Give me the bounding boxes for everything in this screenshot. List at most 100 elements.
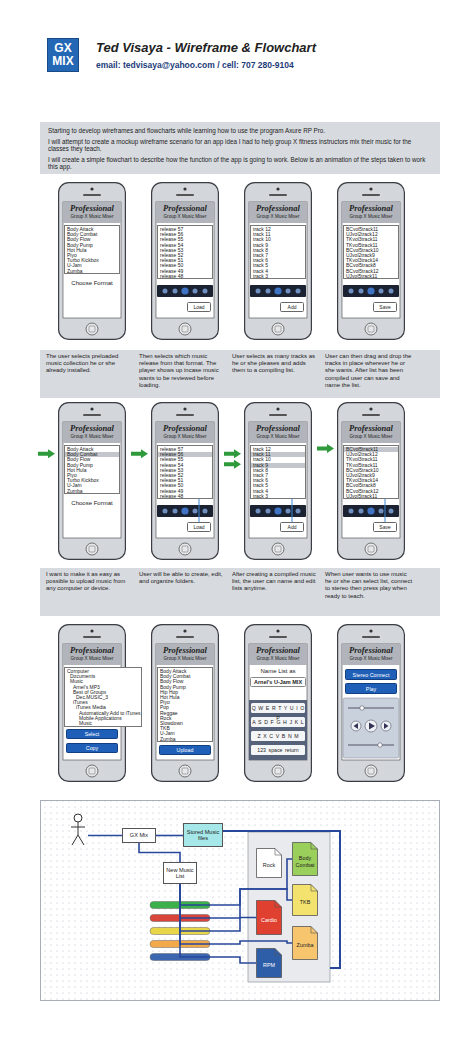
label-text: Professional [156,645,214,656]
file-icon: Cardio [256,900,282,935]
caption-band: The user selects preloaded music collect… [40,350,440,398]
list-box: BCvol5track11UJvol2track12TKvol3track11T… [343,225,399,279]
list-box: track 12track 11track 10track 9track 8tr… [250,225,306,279]
label-text: Save [379,304,390,310]
label-text: Group X Music Mixer [342,214,400,220]
label-text: Group X Music Mixer [342,656,400,662]
label-text: User selects as many tracks as he or she… [232,353,320,375]
label-text: Name List as [249,668,307,675]
phone-body [338,625,405,782]
phone-screen: ProfessionalGroup X Music Mixer track 12t… [244,182,312,340]
list-box: track 12track 11track 10track 9track 8tr… [250,445,306,499]
player-bar [157,285,213,297]
phone-body [59,183,126,340]
label-text: Choose Format [63,500,121,507]
button: Load [187,522,211,532]
label-text: Professional [156,203,214,214]
label-text: TKB [300,899,310,905]
label-text: Group X Music Mixer [249,656,307,662]
label-text: Professional [249,423,307,434]
button: Copy [66,743,118,753]
label-text: Professional [63,203,121,214]
phone-screen: ProfessionalGroup X Music MixerStereo Co… [337,624,405,782]
label-text: Professional [249,645,307,656]
phone-body [245,183,312,340]
button: Upload [159,745,211,755]
page-title: Ted Visaya - Wireframe & Flowchart [96,40,316,55]
label-text: Load [193,304,204,310]
label-text: Load [193,524,204,530]
label-text: MIX [52,55,73,68]
slider [348,745,394,746]
label-text: Group X Music Mixer [249,434,307,440]
label-text: New Music List [166,867,194,880]
label-text: Professional [342,203,400,214]
label-text: Professional [342,645,400,656]
label-text: Upload [177,747,194,753]
caption-band: I want to make it as easy as possible to… [40,568,440,616]
connector [385,499,386,522]
control-button [365,720,377,732]
phone-screen: ProfessionalGroup X Music Mixer track 12t… [244,402,312,560]
label-text: Professional [63,423,121,434]
label-text: Arnel's U-Jam MIX [254,679,302,686]
label-text: UJvol5track11 [344,494,398,499]
connector [199,499,200,522]
file-fold [311,843,318,850]
label-text: 123 space return [251,745,305,755]
phone-screen: ProfessionalGroup X Music MixerBody Atta… [151,624,219,782]
label-text: Professional [156,423,214,434]
label-text: Play [366,686,376,692]
label-text: Group X Music Mixer [156,434,214,440]
back-icon [354,723,359,729]
label-text: Choose Format [63,280,121,287]
label-text: Group X Music Mixer [342,434,400,440]
label-text: Then selects which music release from th… [139,353,227,389]
file-fold [275,901,282,908]
button: Save [373,522,397,532]
file-icon: Body Combat [292,842,318,876]
label-text: track 3 [251,274,305,279]
label-text: UJvol5track11 [344,274,398,279]
label-text: Add [288,524,297,530]
file-fold [311,885,318,892]
label-text: Group X Music Mixer [249,214,307,220]
label-text: GX Mix [130,832,148,838]
user-figure [71,814,85,845]
file-icon: TKB [292,884,318,916]
label-text: User can then drag and drop the tracks i… [325,353,413,389]
label-text: Starting to develop wireframes and flowc… [48,127,432,135]
list-box: Body AttackBody CombatBody FlowBody Pump… [64,225,120,274]
file-shape [257,949,282,978]
list-box: ComputerDocumentsMusicArnel's MP3Best of… [64,667,142,727]
label-text: I will create a simple flowchart to desc… [48,156,432,171]
slider [348,708,394,709]
label-text: Music [65,721,141,726]
label-text: Professional [249,203,307,214]
file-shape [293,885,318,916]
process-box: Stored Music files [183,823,223,847]
file-fold [275,849,282,856]
file-icon: Rock [256,848,282,878]
phone-screen: ProfessionalGroup X Music MixerBCvol5tra… [337,182,405,340]
player-bars [157,285,399,517]
label-text: Save [379,524,390,530]
logo-badge: GXMIX [47,38,79,72]
button: Select [66,729,118,739]
label-text: I will attempt to create a mockup wirefr… [48,138,432,153]
label-text: release 48 [158,494,212,499]
label-text: Rock [263,862,275,868]
phone-screen: ProfessionalGroup X Music Mixerrelease 5… [151,402,219,560]
grid-frame [41,801,440,1001]
play-icon [369,723,375,730]
label-text: Select [85,731,100,737]
file-panel [248,832,330,982]
connector [139,843,180,862]
label-text: Zumba [65,269,119,274]
slider-knob [378,743,382,747]
pointer-arrow [224,449,241,458]
label-text: I want to make it as easy as possible to… [46,571,134,593]
control-panel [343,698,399,758]
player-controls [343,698,399,758]
button: Add [280,302,304,312]
